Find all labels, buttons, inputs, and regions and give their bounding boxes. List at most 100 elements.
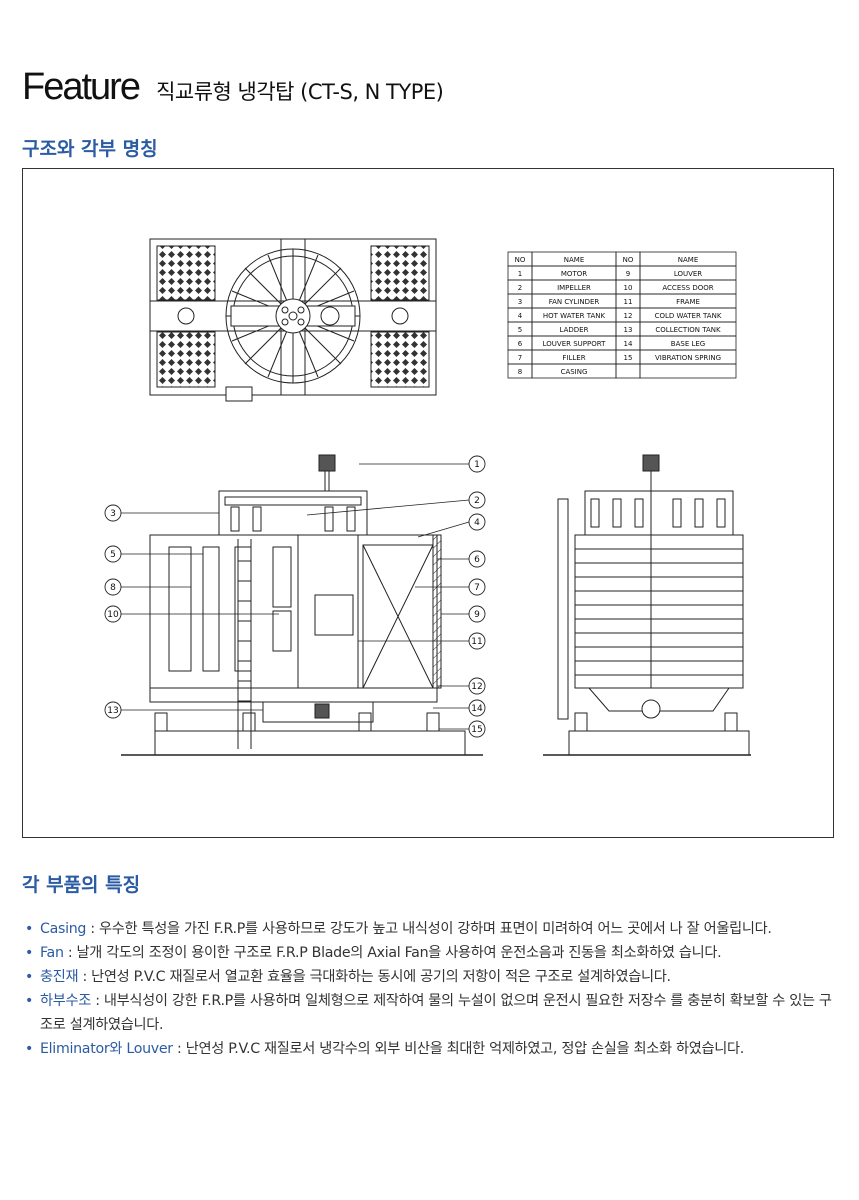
table-value: FILLER: [562, 354, 585, 362]
table-value: CASING: [561, 368, 588, 376]
table-value: COLLECTION TANK: [655, 326, 721, 334]
table-value: 5: [518, 326, 522, 334]
feature-term: Eliminator와 Louver: [40, 1041, 173, 1057]
callout-circle: [468, 550, 486, 568]
feature-desc: : 내부식성이 강한 F.R.P를 사용하며 일체형으로 제작하여 물의 누설이…: [40, 993, 832, 1033]
table-value: LOUVER: [674, 270, 702, 278]
table-value: 2: [518, 284, 522, 292]
side-view: [543, 454, 751, 756]
feature-list: • Casing : 우수한 특성을 가진 F.R.P를 사용하므로 강도가 높고…: [24, 917, 839, 1061]
table-value: HOT WATER TANK: [543, 312, 606, 320]
table-value: 7: [518, 354, 522, 362]
callout-circle: [104, 578, 122, 596]
page-header: Feature 직교류형 냉각탑 (CT-S, N TYPE): [22, 66, 444, 110]
table-value: LADDER: [560, 326, 589, 334]
table-header: NO: [515, 256, 526, 264]
feature-desc: : 난연성 P.V.C 재질로서 열교환 효율을 극대화하는 동시에 공기의 저…: [78, 969, 671, 985]
callout-number: 2: [474, 496, 480, 506]
callout-circle: [468, 699, 486, 717]
table-value: 4: [518, 312, 523, 320]
diagram-drawing: NO NAME NO NAME 1 MOTOR 9 LOUVER 2 IMPELLER 10 ACCE…: [104, 238, 751, 756]
callout-number: 8: [110, 583, 116, 593]
table-value: LOUVER SUPPORT: [543, 340, 606, 348]
callout-circle: [104, 605, 122, 623]
callout-circle: [104, 545, 122, 563]
bullet-icon: •: [25, 945, 34, 961]
callout-circle: [468, 677, 486, 695]
callout-circle: [468, 632, 486, 650]
table-value: 12: [624, 312, 633, 320]
table-value: IMPELLER: [557, 284, 591, 292]
bullet-icon: •: [25, 1041, 34, 1057]
callout-circle: [468, 513, 486, 531]
table-header: NO: [623, 256, 634, 264]
callout-circle: [468, 720, 486, 738]
feature-desc: : 난연성 P.V.C 재질로서 냉각수의 외부 비산을 최대한 억제하였고, …: [172, 1041, 744, 1057]
callout-number: 12: [471, 682, 482, 692]
feature-item-eliminator-louver: • Eliminator와 Louver : 난연성 P.V.C 재질로서 냉각수…: [24, 1037, 839, 1061]
table-value: 8: [518, 368, 522, 376]
bullet-icon: •: [25, 993, 34, 1009]
top-view: [149, 238, 437, 402]
callout-number: 13: [107, 706, 118, 716]
table-header: NAME: [564, 256, 585, 264]
callout-number: 10: [107, 610, 119, 620]
section-title-structure: 구조와 각부 명칭: [22, 138, 158, 160]
callout-number: 14: [471, 704, 483, 714]
callout-number: 5: [110, 550, 116, 560]
callout-number: 4: [474, 518, 480, 528]
callout-circle: [468, 578, 486, 596]
feature-item-fan: • Fan : 날개 각도의 조정이 용이한 구조로 F.R.P Blade의 A…: [24, 941, 839, 965]
feature-item-lower-tank: • 하부수조 : 내부식성이 강한 F.R.P를 사용하며 일체형으로 제작하여 …: [24, 989, 839, 1037]
callout-number: 15: [471, 725, 482, 735]
cooling-tower-diagram: NO NAME NO NAME 1 MOTOR 9 LOUVER 2 IMPELLER 10 ACCE…: [22, 168, 834, 838]
feature-heading: Feature: [22, 66, 141, 108]
table-value: FAN CYLINDER: [549, 298, 600, 306]
callout-leader: [306, 499, 470, 516]
callout-circle: [104, 504, 122, 522]
table-cell: [639, 363, 737, 379]
table-value: 3: [518, 298, 522, 306]
table-value: 14: [624, 340, 633, 348]
table-value: FRAME: [676, 298, 700, 306]
feature-term: Fan: [40, 945, 64, 961]
callout-circle: [468, 491, 486, 509]
table-value: 1: [518, 270, 522, 278]
feature-term: 충진재: [40, 969, 79, 985]
front-view: [121, 454, 483, 756]
feature-item-filler: • 충진재 : 난연성 P.V.C 재질로서 열교환 효율을 극대화하는 동시에 …: [24, 965, 839, 989]
table-value: ACCESS DOOR: [662, 284, 713, 292]
callout-circle: [104, 701, 122, 719]
callout-leader: [417, 521, 470, 538]
bullet-icon: •: [25, 921, 34, 937]
callout-number: 3: [110, 509, 116, 519]
table-value: COLD WATER TANK: [655, 312, 722, 320]
feature-term: 하부수조: [40, 993, 92, 1009]
callout-number: 1: [474, 460, 480, 470]
table-value: 13: [624, 326, 633, 334]
table-value: 6: [518, 340, 523, 348]
table-cell: [615, 363, 641, 379]
feature-desc: : 날개 각도의 조정이 용이한 구조로 F.R.P Blade의 Axial …: [63, 945, 722, 961]
bullet-icon: •: [25, 969, 34, 985]
section-title-component-features: 각 부품의 특징: [22, 874, 141, 896]
product-subtitle: 직교류형 냉각탑 (CT-S, N TYPE): [156, 80, 444, 104]
table-value: MOTOR: [561, 270, 587, 278]
callout-circle: [468, 605, 486, 623]
feature-item-casing: • Casing : 우수한 특성을 가진 F.R.P를 사용하므로 강도가 높고…: [24, 917, 839, 941]
table-value: 15: [624, 354, 633, 362]
callout-circle: [468, 455, 486, 473]
table-value: 9: [626, 270, 630, 278]
feature-term: Casing: [40, 921, 87, 937]
feature-desc: : 우수한 특성을 가진 F.R.P를 사용하므로 강도가 높고 내식성이 강하…: [86, 921, 772, 937]
callout-number: 7: [474, 583, 480, 593]
table-header: NAME: [678, 256, 699, 264]
callout-number: 9: [474, 610, 480, 620]
table-value: 11: [624, 298, 633, 306]
callout-number: 6: [474, 555, 480, 565]
table-value: BASE LEG: [671, 340, 705, 348]
callout-number: 11: [471, 637, 482, 647]
table-value: VIBRATION SPRING: [655, 354, 721, 362]
